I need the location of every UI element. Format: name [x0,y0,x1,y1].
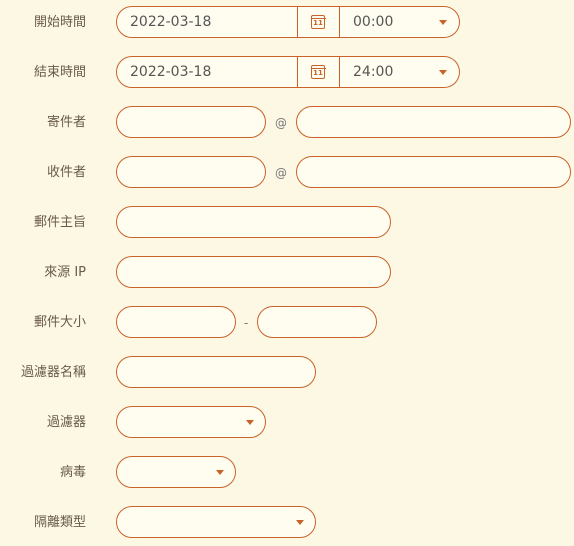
virus-select[interactable] [116,456,236,488]
quarantine-type-row: 隔離類型 [0,506,574,540]
recipient-row: 收件者 @ [0,156,574,190]
subject-label: 郵件主旨 [33,215,86,230]
source-ip-input[interactable] [116,256,391,288]
chevron-down-icon [439,70,447,75]
sender-user-input[interactable] [116,106,266,138]
range-dash: - [244,316,249,330]
start-date-calendar-button[interactable]: 11 [298,6,340,38]
at-sign: @ [275,166,287,180]
end-time-row: 結束時間 2022-03-18 11 24:00 [0,56,574,90]
mail-size-max-input[interactable] [257,306,377,338]
end-date-input[interactable]: 2022-03-18 [116,56,298,88]
end-time-select[interactable]: 24:00 [340,56,460,88]
filter-name-input[interactable] [116,356,316,388]
start-time-row: 開始時間 2022-03-18 11 00:00 [0,6,574,40]
subject-input[interactable] [116,206,391,238]
calendar-icon: 11 [310,65,326,79]
end-time-label: 結束時間 [33,65,86,80]
chevron-down-icon [296,520,304,525]
recipient-domain-input[interactable] [296,156,571,188]
at-sign: @ [275,116,287,130]
filter-name-label: 過濾器名稱 [20,365,86,380]
end-date-value: 2022-03-18 [130,64,212,80]
sender-label: 寄件者 [46,115,86,130]
source-ip-row: 來源 IP [0,256,574,290]
quarantine-type-label: 隔離類型 [33,515,86,530]
start-time-select[interactable]: 00:00 [340,6,460,38]
virus-label: 病毒 [59,465,86,480]
sender-row: 寄件者 @ [0,106,574,140]
calendar-icon: 11 [310,15,326,29]
end-time-value: 24:00 [353,64,394,80]
filter-label: 過濾器 [46,415,86,430]
mail-size-row: 郵件大小 - [0,306,574,340]
filter-name-row: 過濾器名稱 [0,356,574,390]
end-date-calendar-button[interactable]: 11 [298,56,340,88]
quarantine-type-select[interactable] [116,506,316,538]
mail-size-label: 郵件大小 [33,315,86,330]
recipient-user-input[interactable] [116,156,266,188]
subject-row: 郵件主旨 [0,206,574,240]
chevron-down-icon [246,420,254,425]
chevron-down-icon [216,470,224,475]
filter-select[interactable] [116,406,266,438]
start-time-value: 00:00 [353,14,394,30]
mail-size-min-input[interactable] [116,306,236,338]
filter-row: 過濾器 [0,406,574,440]
start-time-label: 開始時間 [33,15,86,30]
recipient-label: 收件者 [46,165,86,180]
virus-row: 病毒 [0,456,574,490]
start-date-input[interactable]: 2022-03-18 [116,6,298,38]
start-date-value: 2022-03-18 [130,14,212,30]
sender-domain-input[interactable] [296,106,571,138]
source-ip-label: 來源 IP [44,265,86,280]
chevron-down-icon [439,20,447,25]
